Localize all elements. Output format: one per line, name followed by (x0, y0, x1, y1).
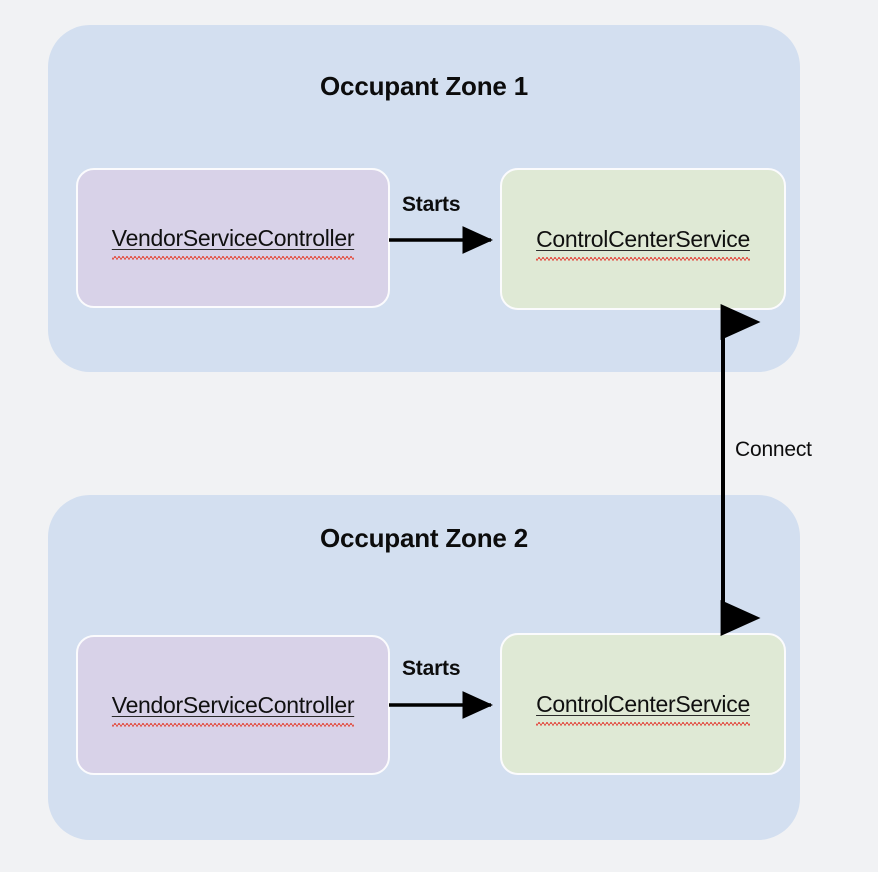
node-zone-1-control-center-service-label: ControlCenterService (536, 225, 750, 261)
node-zone-1-vendor-service-controller[interactable]: VendorServiceController (76, 168, 390, 308)
edge-label-zone-2-starts: Starts (402, 657, 461, 680)
node-zone-2-vendor-service-controller[interactable]: VendorServiceController (76, 635, 390, 775)
edge-label-connect: Connect (735, 438, 812, 461)
zone-occupant-zone-1[interactable]: Occupant Zone 1 VendorServiceController … (48, 25, 800, 372)
node-zone-1-vendor-service-controller-label: VendorServiceController (111, 224, 355, 260)
edge-label-zone-1-starts: Starts (402, 193, 461, 216)
node-zone-1-control-center-service[interactable]: ControlCenterService (500, 168, 786, 310)
node-zone-2-vendor-service-controller-label: VendorServiceController (111, 691, 355, 727)
zone-1-title: Occupant Zone 1 (320, 71, 528, 101)
zone-2-title: Occupant Zone 2 (320, 523, 528, 553)
node-zone-2-control-center-service[interactable]: ControlCenterService (500, 633, 786, 775)
zone-occupant-zone-2[interactable]: Occupant Zone 2 VendorServiceController … (48, 495, 800, 840)
node-zone-2-control-center-service-label: ControlCenterService (536, 690, 750, 726)
